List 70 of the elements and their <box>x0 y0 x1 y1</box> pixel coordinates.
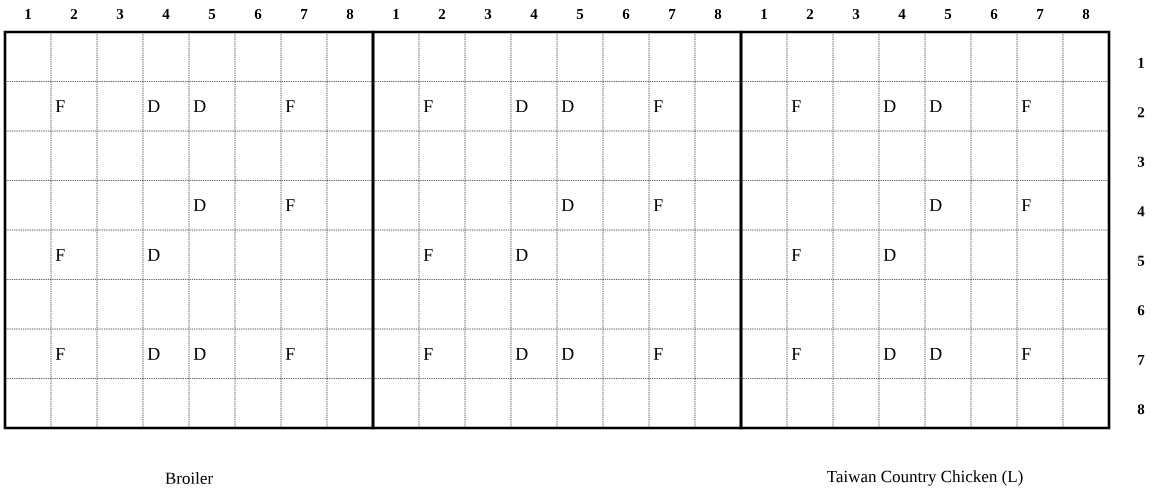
cell-letter: F <box>423 100 433 113</box>
cell-letter: F <box>791 100 801 113</box>
cell-letter: F <box>55 100 65 113</box>
column-number: 2 <box>70 9 78 19</box>
cell-letter: D <box>929 199 942 212</box>
column-number: 3 <box>852 8 860 20</box>
cell-letter: D <box>561 347 574 360</box>
row-number: 3 <box>1137 156 1145 167</box>
cell-letter: D <box>929 347 942 360</box>
cell-letter: D <box>193 347 206 360</box>
cell-letter: F <box>653 100 663 113</box>
cell-letter: F <box>653 347 663 360</box>
column-number: 4 <box>162 9 170 19</box>
cell-letter: D <box>929 100 942 113</box>
cell-letter: F <box>653 199 663 212</box>
row-number: 1 <box>1138 57 1144 68</box>
cell-letter: F <box>55 347 65 360</box>
cell-letter: D <box>193 100 206 113</box>
cell-letter: D <box>561 100 574 113</box>
cell-letter: F <box>285 347 295 360</box>
column-number: 5 <box>576 9 584 19</box>
column-number: 1 <box>761 9 767 19</box>
column-number: 7 <box>301 9 308 19</box>
column-number: 6 <box>254 8 262 20</box>
column-number: 2 <box>438 9 446 19</box>
column-number: 1 <box>393 9 399 19</box>
grid-caption: Taiwan Country Chicken (L) <box>827 470 1023 486</box>
cell-letter: D <box>515 248 528 261</box>
row-number: 7 <box>1138 354 1145 365</box>
cell-letter: D <box>515 347 528 360</box>
row-number: 2 <box>1137 107 1145 118</box>
row-number: 8 <box>1137 404 1145 415</box>
column-number: 7 <box>1037 9 1044 19</box>
cell-letter: D <box>147 100 160 113</box>
cell-letter: D <box>883 248 896 261</box>
row-number: 6 <box>1137 305 1145 316</box>
cell-letter: D <box>883 100 896 113</box>
cell-letter: D <box>561 199 574 212</box>
column-number: 4 <box>530 9 538 19</box>
column-number: 8 <box>346 8 354 20</box>
row-number: 5 <box>1137 255 1145 266</box>
cell-letter: D <box>147 347 160 360</box>
column-number: 6 <box>990 8 998 20</box>
cell-letter: F <box>1021 199 1031 212</box>
column-number: 5 <box>944 9 952 19</box>
column-number: 1 <box>25 9 31 19</box>
cell-letter: F <box>791 248 801 261</box>
cell-letter: F <box>1021 347 1031 360</box>
cell-letter: F <box>285 199 295 212</box>
cell-letter: D <box>147 248 160 261</box>
cell-letter: F <box>791 347 801 360</box>
column-number: 2 <box>806 9 814 19</box>
cell-letter: F <box>285 100 295 113</box>
cell-letter: F <box>423 248 433 261</box>
cell-letter: D <box>193 199 206 212</box>
cell-letter: D <box>515 100 528 113</box>
cell-letter: F <box>55 248 65 261</box>
column-number: 7 <box>669 9 676 19</box>
row-number: 4 <box>1137 206 1145 217</box>
column-number: 5 <box>208 9 216 19</box>
grid-caption: Broiler <box>165 472 213 484</box>
column-number: 6 <box>622 8 630 20</box>
cell-letter: F <box>1021 100 1031 113</box>
cell-letter: F <box>423 347 433 360</box>
column-number: 3 <box>116 8 124 20</box>
column-number: 4 <box>898 9 906 19</box>
column-number: 3 <box>484 8 492 20</box>
column-number: 8 <box>714 8 722 20</box>
cell-letter: D <box>883 347 896 360</box>
column-number: 8 <box>1082 8 1090 20</box>
